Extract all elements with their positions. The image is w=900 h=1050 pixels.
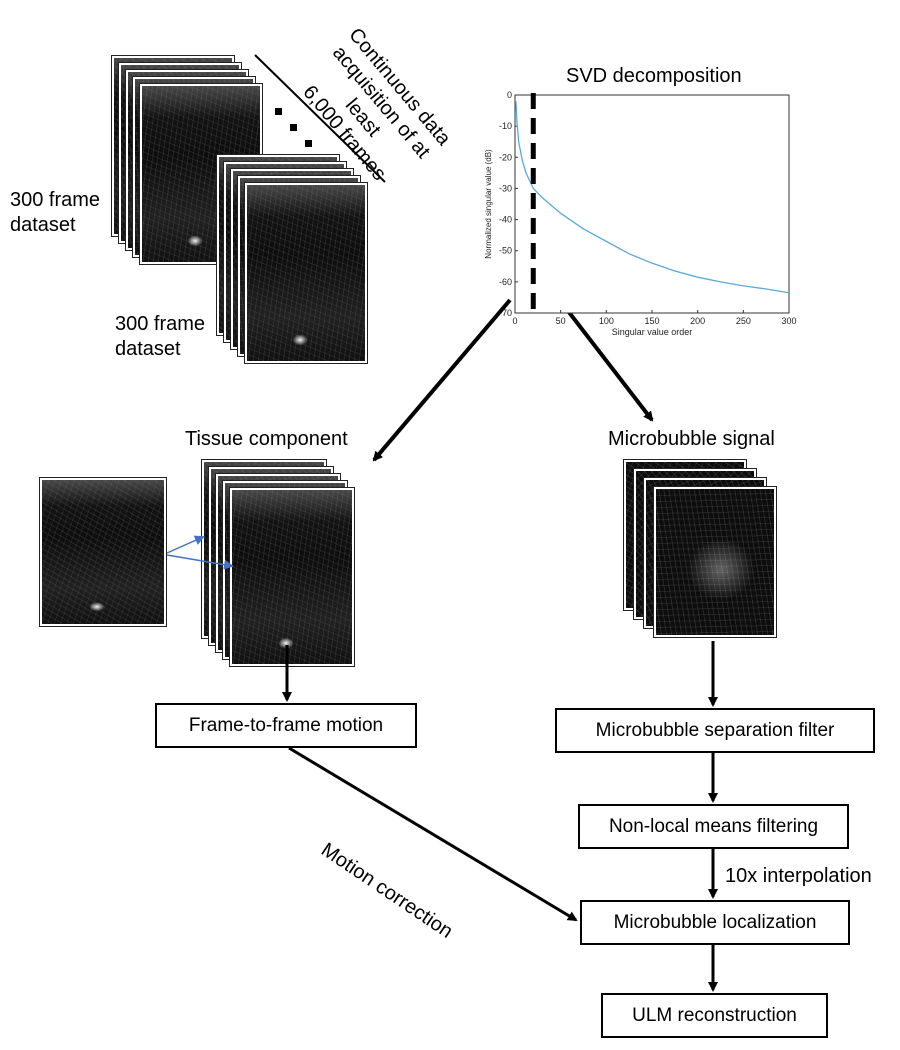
acquisition-divider xyxy=(254,54,386,183)
y-axis-label: Normalized singular value (dB) xyxy=(484,149,493,259)
y-tick-label: -60 xyxy=(499,277,512,287)
ultrasound-frame xyxy=(39,477,167,627)
x-tick-label: 100 xyxy=(599,316,614,326)
nlm-box: Non-local means filtering xyxy=(578,804,849,849)
blue-arrow-1 xyxy=(166,535,205,554)
arrow-motion-correction xyxy=(288,746,578,922)
x-tick-label: 150 xyxy=(644,316,659,326)
ulm-text: ULM reconstruction xyxy=(632,1004,797,1026)
microbubble-signal-label: Microbubble signal xyxy=(608,428,775,450)
x-tick-label: 300 xyxy=(781,316,796,326)
chart-frame xyxy=(514,94,790,314)
y-tick-label: -30 xyxy=(499,183,512,193)
separation-filter-text: Microbubble separation filter xyxy=(595,719,835,741)
frame-motion-text: Frame-to-frame motion xyxy=(188,714,384,736)
y-tick-label: -20 xyxy=(499,152,512,162)
arrow-to-tissue xyxy=(372,298,512,462)
x-axis-label: Singular value order xyxy=(612,327,693,337)
ultrasound-frame xyxy=(653,486,777,638)
nlm-text: Non-local means filtering xyxy=(608,815,819,837)
stack-label-2-line2: dataset xyxy=(115,338,181,360)
y-tick-label: -70 xyxy=(499,308,512,318)
frame-motion-box: Frame-to-frame motion xyxy=(155,703,417,748)
tissue-component-label: Tissue component xyxy=(185,428,348,450)
x-tick-label: 250 xyxy=(736,316,751,326)
interpolation-label: 10x interpolation xyxy=(725,865,872,887)
ellipsis-dot-2 xyxy=(290,124,297,131)
y-tick-label: -50 xyxy=(499,246,512,256)
stack-label-1-line2: dataset xyxy=(10,214,76,236)
ellipsis-dot-1 xyxy=(275,108,282,115)
y-tick-label: 0 xyxy=(507,90,512,100)
ulm-box: ULM reconstruction xyxy=(601,993,828,1038)
x-tick-label: 50 xyxy=(556,316,566,326)
x-tick-label: 0 xyxy=(512,316,517,326)
y-tick-label: -40 xyxy=(499,215,512,225)
stack-label-2-line1: 300 frame xyxy=(115,313,206,335)
x-tick-label: 200 xyxy=(690,316,705,326)
stack-label-1-line1: 300 frame xyxy=(10,189,101,211)
ultrasound-frame xyxy=(244,182,368,364)
ultrasound-frame xyxy=(229,487,355,667)
separation-filter-box: Microbubble separation filter xyxy=(555,708,875,753)
stack-label-1: 300 frame dataset xyxy=(10,188,100,238)
localization-text: Microbubble localization xyxy=(613,911,817,933)
blue-arrow-2 xyxy=(166,554,234,570)
singular-value-curve xyxy=(515,101,790,294)
arrow-to-microbubble xyxy=(556,296,654,422)
ellipsis-dot-3 xyxy=(305,140,312,147)
svd-title: SVD decomposition xyxy=(566,65,742,87)
localization-box: Microbubble localization xyxy=(580,900,850,945)
y-tick-label: -10 xyxy=(499,121,512,131)
stack-label-2: 300 frame dataset xyxy=(115,312,205,362)
